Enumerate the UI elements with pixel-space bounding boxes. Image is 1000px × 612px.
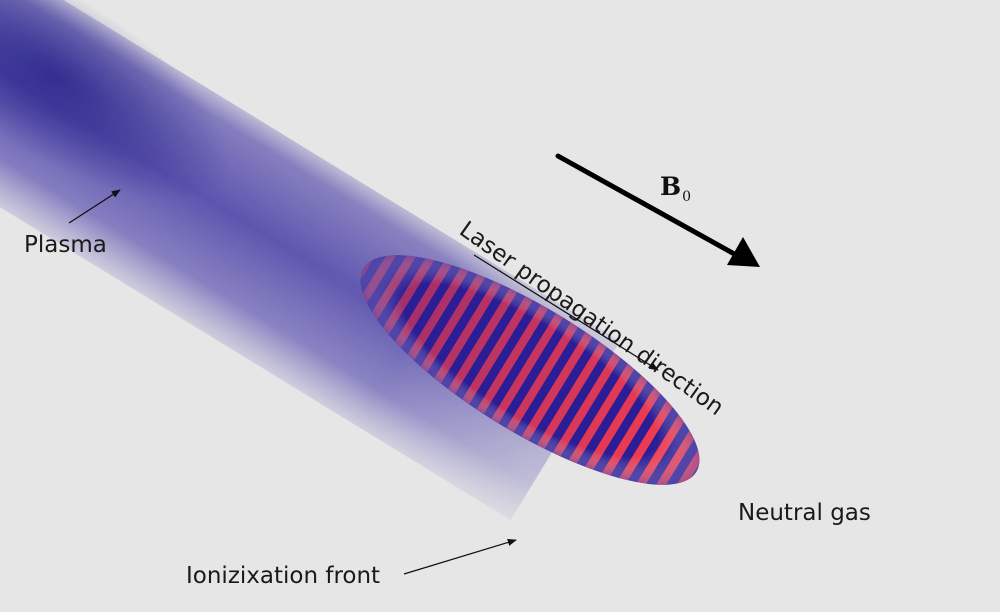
laser-direction-arrow — [473, 254, 659, 371]
plasma-label: Plasma — [24, 232, 107, 258]
magnetic-field-label: B0 — [660, 172, 691, 205]
neutral-gas-label: Neutral gas — [738, 500, 871, 526]
plasma-pointer-arrow — [68, 189, 121, 224]
ionization-front-label: Ionizixation front — [186, 563, 380, 589]
ionization-front-arrow — [403, 538, 517, 575]
magnetic-field-arrow — [555, 153, 760, 267]
